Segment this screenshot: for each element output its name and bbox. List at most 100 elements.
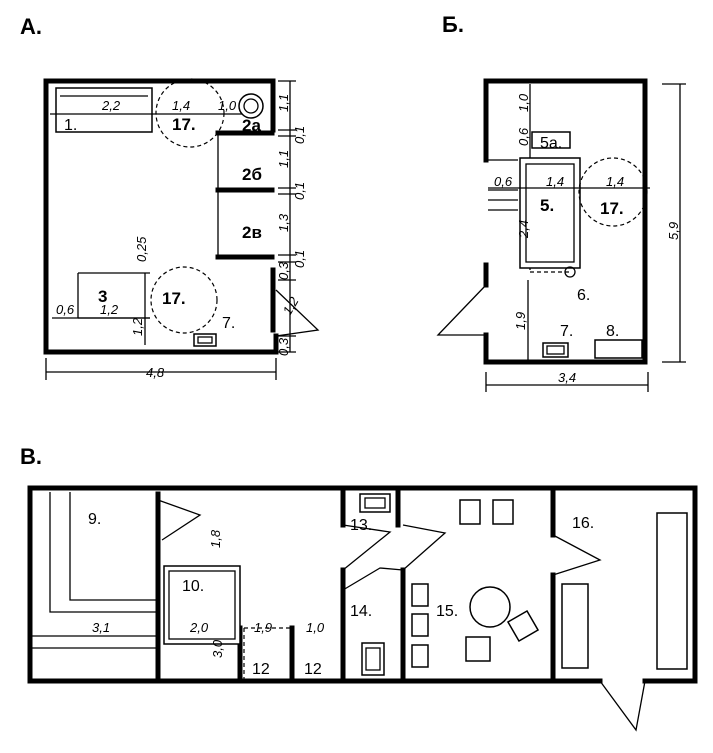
panel-b: Б. 5а. 5. 17. 6. 7. 8. 1,0 0,6 0,6 1,4 <box>436 12 686 392</box>
dim-a-0-3a: 0,3 <box>276 261 291 280</box>
label-a-2b: 2б <box>242 165 262 184</box>
label-c-10: 10. <box>182 578 204 595</box>
panel-c-chair-5 <box>411 644 429 668</box>
label-c-14: 14. <box>350 603 372 620</box>
panel-b-walls <box>483 78 648 365</box>
label-a-3: 3 <box>98 287 107 306</box>
panel-c-table <box>469 586 511 628</box>
panel-b-item-6 <box>564 266 576 278</box>
panel-a-partitions <box>215 130 275 260</box>
panel-c-door-swings <box>342 524 404 591</box>
panel-c-room16-door <box>552 534 602 576</box>
label-c-13: 13. <box>350 517 372 534</box>
panel-b-shelf <box>531 131 571 149</box>
label-c-9: 9. <box>88 511 101 528</box>
dim-a-4-8: 4,8 <box>146 365 165 380</box>
panel-a-appliance-inner <box>197 336 213 344</box>
label-b-8: 8. <box>606 323 619 340</box>
panel-b-side-unit <box>488 159 518 211</box>
panel-a-zone-17-top <box>155 78 225 148</box>
panel-b-bed-inner <box>525 163 575 263</box>
dim-c-3-1: 3,1 <box>92 620 110 635</box>
label-c-12b: 12 <box>304 661 322 678</box>
label-a-7: 7. <box>222 315 235 332</box>
label-c-12a: 12 <box>252 661 270 678</box>
panel-c: В. 9. 10. 1 <box>20 444 698 732</box>
panel-b-dim-right <box>662 83 686 363</box>
panel-a-heading: А. <box>20 14 42 39</box>
label-a-17-bottom: 17. <box>162 289 186 308</box>
panel-c-cabinet <box>656 512 688 670</box>
panel-b-dim-bottom <box>485 372 649 392</box>
dim-a-0-1a: 0,1 <box>292 126 307 144</box>
panel-a-bed <box>55 87 153 133</box>
dim-a-0-6: 0,6 <box>56 302 75 317</box>
panel-c-room12-dash <box>243 627 292 681</box>
panel-a-appliance <box>193 333 217 347</box>
panel-c-chair-3 <box>411 583 429 607</box>
panel-c-item-14 <box>361 642 385 676</box>
panel-c-room9-bed <box>49 492 158 613</box>
dim-a-1-2v: 1,2 <box>130 317 145 336</box>
panel-b-heading: Б. <box>442 12 464 37</box>
dim-a-0-1b: 0,1 <box>292 182 307 200</box>
label-b-6: 6. <box>577 287 590 304</box>
panel-c-bed-10-inner <box>168 570 236 640</box>
panel-c-chair-2 <box>492 499 514 525</box>
dim-a-1-0: 1,0 <box>218 98 237 113</box>
dim-b-1-0: 1,0 <box>516 93 531 112</box>
panel-c-partitions <box>155 485 556 684</box>
panel-c-chair-1 <box>459 499 481 525</box>
panel-a-washbasin <box>238 93 264 119</box>
dim-a-0-1c: 0,1 <box>292 250 307 268</box>
panel-c-heading: В. <box>20 444 42 469</box>
dim-a-1-2h: 1,2 <box>100 302 119 317</box>
panel-b-bed <box>519 157 581 269</box>
panel-c-chair-6 <box>465 636 491 662</box>
dim-c-3-0: 3,0 <box>210 639 225 658</box>
dim-c-1-9: 1,9 <box>254 620 272 635</box>
panel-b-appliance-8 <box>594 339 643 359</box>
label-b-17: 17. <box>600 199 624 218</box>
dim-b-0-6h: 0,6 <box>494 174 513 189</box>
panel-c-walls <box>27 485 698 684</box>
dim-b-1-9: 1,9 <box>513 312 528 330</box>
dim-b-0-6v: 0,6 <box>516 127 531 146</box>
panel-c-chair-4 <box>411 613 429 637</box>
label-c-15: 15. <box>436 603 458 620</box>
dim-c-2-0: 2,0 <box>189 620 209 635</box>
label-c-16: 16. <box>572 515 594 532</box>
panel-c-bed-10 <box>163 565 241 645</box>
dim-a-1-1a: 1,1 <box>276 94 291 112</box>
dim-a-0-3b: 0,3 <box>276 337 291 356</box>
label-b-5a: 5а. <box>540 135 562 152</box>
panel-a-dim-bottom <box>45 358 277 380</box>
dim-b-3-4: 3,4 <box>558 370 576 385</box>
panel-b-door <box>436 284 487 336</box>
panel-c-appliance-13-inner <box>364 497 386 509</box>
panel-c-exit-door <box>599 680 646 732</box>
dim-a-0-25: 0,25 <box>134 236 149 262</box>
dim-a-1-1b: 1,1 <box>276 150 291 168</box>
dim-b-1-4a: 1,4 <box>546 174 564 189</box>
dim-b-1-4b: 1,4 <box>606 174 624 189</box>
dim-c-1-8: 1,8 <box>208 529 223 548</box>
label-a-17-top: 17. <box>172 115 196 134</box>
dim-b-2-4: 2,4 <box>516 220 531 239</box>
panel-a-walls <box>43 78 279 355</box>
panel-a-door <box>275 289 320 337</box>
dim-a-1-3: 1,3 <box>276 213 291 232</box>
label-a-2v: 2в <box>242 223 262 242</box>
dim-c-1-0: 1,0 <box>306 620 325 635</box>
label-b-5: 5. <box>540 196 554 215</box>
panel-c-room15-door <box>402 524 447 571</box>
panel-c-sofa <box>561 583 589 669</box>
label-b-7: 7. <box>560 323 573 340</box>
panel-a-zone-17-bottom <box>150 266 218 334</box>
panel-c-corridor <box>32 635 158 649</box>
panel-a-dim-chain-right <box>278 80 296 353</box>
label-a-1: 1. <box>64 117 77 134</box>
dim-a-1-4: 1,4 <box>172 98 190 113</box>
panel-a: А. 1. 17. 2а 2б 2в 3 17. 7. <box>20 14 320 380</box>
